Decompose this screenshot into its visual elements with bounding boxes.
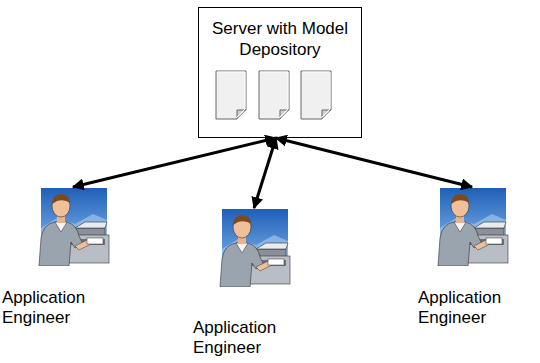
engineer-figure: Application Engineer (418, 186, 540, 332)
double-arrow (254, 138, 276, 208)
engineer-icons (39, 188, 508, 287)
engineer-label: Application Engineer (2, 288, 130, 328)
double-arrow (73, 138, 276, 187)
engineer-figure: Application Engineer (193, 207, 317, 360)
server-label: Server with Model Depository (207, 18, 353, 60)
document-icons (216, 71, 331, 119)
server-box: Server with Model Depository (198, 7, 362, 138)
engineer-label: Application Engineer (193, 318, 309, 358)
double-arrow (276, 138, 472, 187)
engineer-figure: Application Engineer (2, 186, 138, 332)
engineer-label: Application Engineer (418, 288, 534, 328)
